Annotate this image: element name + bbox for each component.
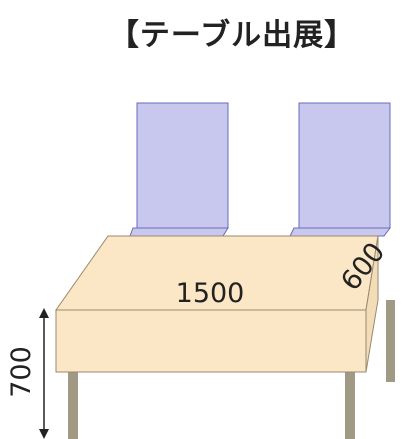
- width-label: 1500: [176, 278, 245, 309]
- table-front-skirt: [55, 309, 367, 373]
- height-arrow: [39, 308, 49, 439]
- height-label: 700: [6, 346, 37, 398]
- panel-right-base: [289, 227, 391, 237]
- panel-right: [298, 102, 391, 229]
- front-leg-left: [68, 372, 78, 439]
- panel-left-base: [129, 227, 229, 237]
- back-leg-right: [386, 300, 395, 382]
- panel-left: [136, 102, 229, 229]
- diagram-title: 【テーブル出展】: [108, 18, 356, 53]
- front-leg-right: [345, 372, 355, 439]
